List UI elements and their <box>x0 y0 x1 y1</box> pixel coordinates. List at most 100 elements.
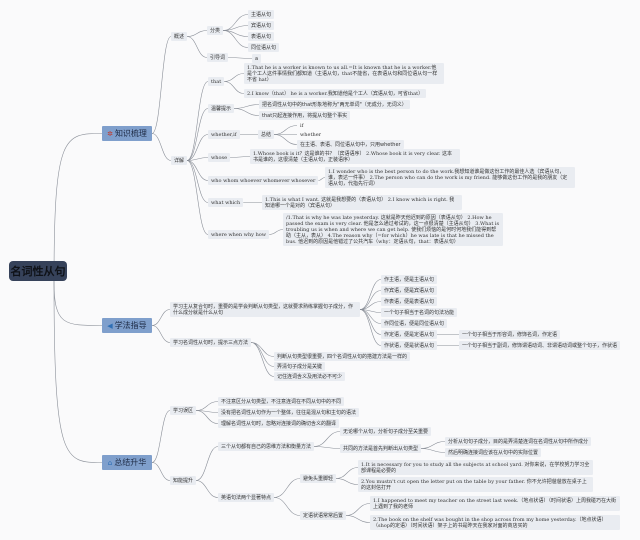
node-who[interactable]: who whom whoever whomever whosever <box>208 176 319 185</box>
connector-line <box>224 73 245 82</box>
connector-line <box>314 431 341 447</box>
node-item[interactable]: 作状语，便是状语从句 <box>381 341 438 350</box>
node-summary[interactable]: 总结 <box>258 130 275 139</box>
node-item[interactable]: if <box>300 122 304 129</box>
node-mistakes[interactable]: 学习误区 <box>170 406 197 415</box>
node-item[interactable]: a <box>252 54 262 63</box>
connector-line <box>314 446 341 449</box>
node-text[interactable]: that只起连接作用，将提从句整个事实 <box>259 111 351 120</box>
connector-line <box>273 478 301 498</box>
connector-line <box>195 446 219 481</box>
connector-line <box>274 134 298 145</box>
node-item[interactable]: 然后明确连接词应该在从句中的实际位置 <box>445 448 542 457</box>
node-where-when[interactable]: where when why how <box>208 230 270 239</box>
node-item[interactable]: 没有把名词性从句作为一个整体，往往是混从句和主句的语法 <box>218 408 360 417</box>
node-avoid[interactable]: 避免头重脚轻 <box>300 474 337 483</box>
node-connectives[interactable]: 引导词 <box>207 53 229 62</box>
connector-line <box>269 229 284 235</box>
node-tips[interactable]: 温馨提示 <box>208 104 235 113</box>
network-icon: ✲ <box>107 129 113 138</box>
node-item[interactable]: 记住连词含义及用法必不可少 <box>274 372 346 381</box>
node-item[interactable]: whether <box>300 131 322 138</box>
connector-line <box>346 515 371 523</box>
node-text[interactable]: 1.Whose book is it？这是谁的书？（宾语语序） 2.Whose … <box>250 149 460 164</box>
connector-line <box>234 104 260 109</box>
node-item[interactable]: 同位语从句 <box>248 43 280 52</box>
megaphone-icon: ◀ <box>107 321 113 330</box>
connector-line <box>53 280 103 326</box>
node-text[interactable]: 一个句子相当于副词，修饰谓语动词、非谓语动词或整个句子，作状语 <box>459 341 621 350</box>
node-item[interactable]: 作主语，便是主语从句 <box>381 275 438 284</box>
node-item[interactable]: 在主语、表语、同位语从句中，只用whether <box>297 140 404 149</box>
home-icon: ⌂ <box>107 458 113 467</box>
connector-line <box>359 279 382 310</box>
node-classification[interactable]: 分类 <box>207 26 224 35</box>
topic-summary[interactable]: ⌂总结升华 <box>102 455 152 470</box>
connector-line <box>224 81 245 94</box>
connector-line <box>187 30 208 37</box>
connector-line <box>274 125 298 135</box>
node-whose[interactable]: whose <box>208 153 231 162</box>
node-judge[interactable]: 学习主从复合句时，重要的是学会判断从句类型，这就要求熟练掌握句子成分，作什么成分… <box>170 302 360 317</box>
node-item[interactable]: 作表语，便是表语从句 <box>381 297 438 306</box>
connector-line <box>53 133 103 282</box>
connector-line <box>151 325 171 343</box>
node-postpose[interactable]: 定语状语常常后置 <box>300 511 347 520</box>
connector-line <box>151 36 172 134</box>
node-text[interactable]: 1.It is necessary for you to study all t… <box>358 460 593 475</box>
connector-line <box>421 441 446 449</box>
node-text[interactable]: 2.I know（that） he is a worker.我知道他是个工人（宾… <box>244 89 427 98</box>
connector-line <box>151 410 171 463</box>
node-item[interactable]: 作定语，便是定语从句 <box>381 330 438 339</box>
node-item[interactable]: 判断从句类型很重要，四个名词性从句的搭建方法是一样的 <box>274 352 411 361</box>
connector-line <box>196 410 219 424</box>
node-features[interactable]: 英语句法两个显著特点 <box>218 493 275 502</box>
node-item[interactable]: 不注意区分从句类型，不注意连词在不同从句中的不同 <box>218 397 345 406</box>
connector-line <box>336 478 359 485</box>
connector-line <box>230 156 251 158</box>
node-item[interactable]: 无论哪个从句，分析句子成分至关重要 <box>340 427 432 436</box>
node-text[interactable]: 1.I wonder who is the best person to do … <box>325 167 575 188</box>
node-item[interactable]: 一个句子相当于名词的句法功能 <box>381 308 458 317</box>
node-what-which[interactable]: what which <box>208 198 244 207</box>
connector-line <box>223 14 249 31</box>
connector-line <box>53 280 103 463</box>
node-text[interactable]: 一个句子相当于形容词，修饰名词，作定语 <box>459 330 561 339</box>
connector-line <box>234 108 260 116</box>
node-text[interactable]: 2.You mustn't cut open the letter put on… <box>358 477 593 492</box>
node-methods[interactable]: 三个从句都有自己的思维方法和衡量方法 <box>218 442 315 451</box>
topic-knowledge[interactable]: ✲知识梳理 <box>102 126 152 141</box>
node-item[interactable]: 主语从句 <box>248 10 275 19</box>
node-item[interactable]: 弄清句子成分是关键 <box>274 362 326 371</box>
node-three-methods[interactable]: 学习名词性从句时，提示三点方法 <box>170 338 252 347</box>
node-detail[interactable]: 详解 <box>171 156 188 165</box>
connector-line <box>196 401 219 411</box>
connector-line <box>359 309 382 346</box>
connector-line <box>228 57 253 59</box>
node-text[interactable]: 2.The book on the shelf was bought in th… <box>370 515 620 530</box>
node-text[interactable]: /1.That is why he was late yesterday. 这就… <box>283 213 503 246</box>
node-text[interactable]: 1.This is what I want. 这就是我想要的（表语从句） 2.I… <box>262 195 462 210</box>
topic-method[interactable]: ◀学法指导 <box>102 318 152 333</box>
node-item[interactable]: 作宾语，便是宾语从句 <box>381 286 438 295</box>
node-item[interactable]: 作同位语，便是同位语从句 <box>381 319 448 328</box>
root-topic[interactable]: 名词性从句 <box>9 261 67 281</box>
node-item[interactable]: 理解名词性从句时，忽略对连接词的确切含义的翻译 <box>218 419 340 428</box>
node-improve[interactable]: 知能提升 <box>170 476 197 485</box>
node-item[interactable]: 宾语从句 <box>248 21 275 30</box>
node-whether-if[interactable]: whether,if <box>208 130 240 139</box>
node-text[interactable]: 1.That he is a worker is known to us all… <box>244 63 444 84</box>
connector-line <box>186 134 209 161</box>
node-item[interactable]: 共同的方法是首先判断出从句类型 <box>340 444 422 453</box>
connector-line <box>187 157 209 161</box>
node-text[interactable]: 1.I happened to meet my teacher on the s… <box>370 496 620 511</box>
node-overview[interactable]: 概述 <box>171 32 188 41</box>
node-item[interactable]: 分析从句句子成分，目的是弄清楚连词在名词性从句中所作成分 <box>445 437 592 446</box>
node-item[interactable]: 表语从句 <box>248 32 275 41</box>
node-that[interactable]: that <box>208 77 225 86</box>
connector-line <box>359 301 382 310</box>
connector-line <box>186 108 209 161</box>
node-text[interactable]: 把名词性从句中的that形象地称为"两无单词"（无成分，无词义） <box>259 100 410 109</box>
connector-line <box>151 133 172 161</box>
